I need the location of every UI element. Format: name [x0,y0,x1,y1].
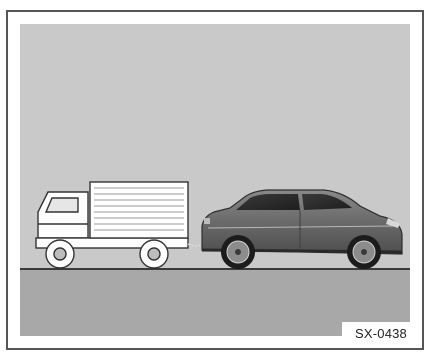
illustration-frame: SX-0438 [6,10,424,350]
figure-code: SX-0438 [342,322,420,346]
towing-scene [8,12,422,348]
